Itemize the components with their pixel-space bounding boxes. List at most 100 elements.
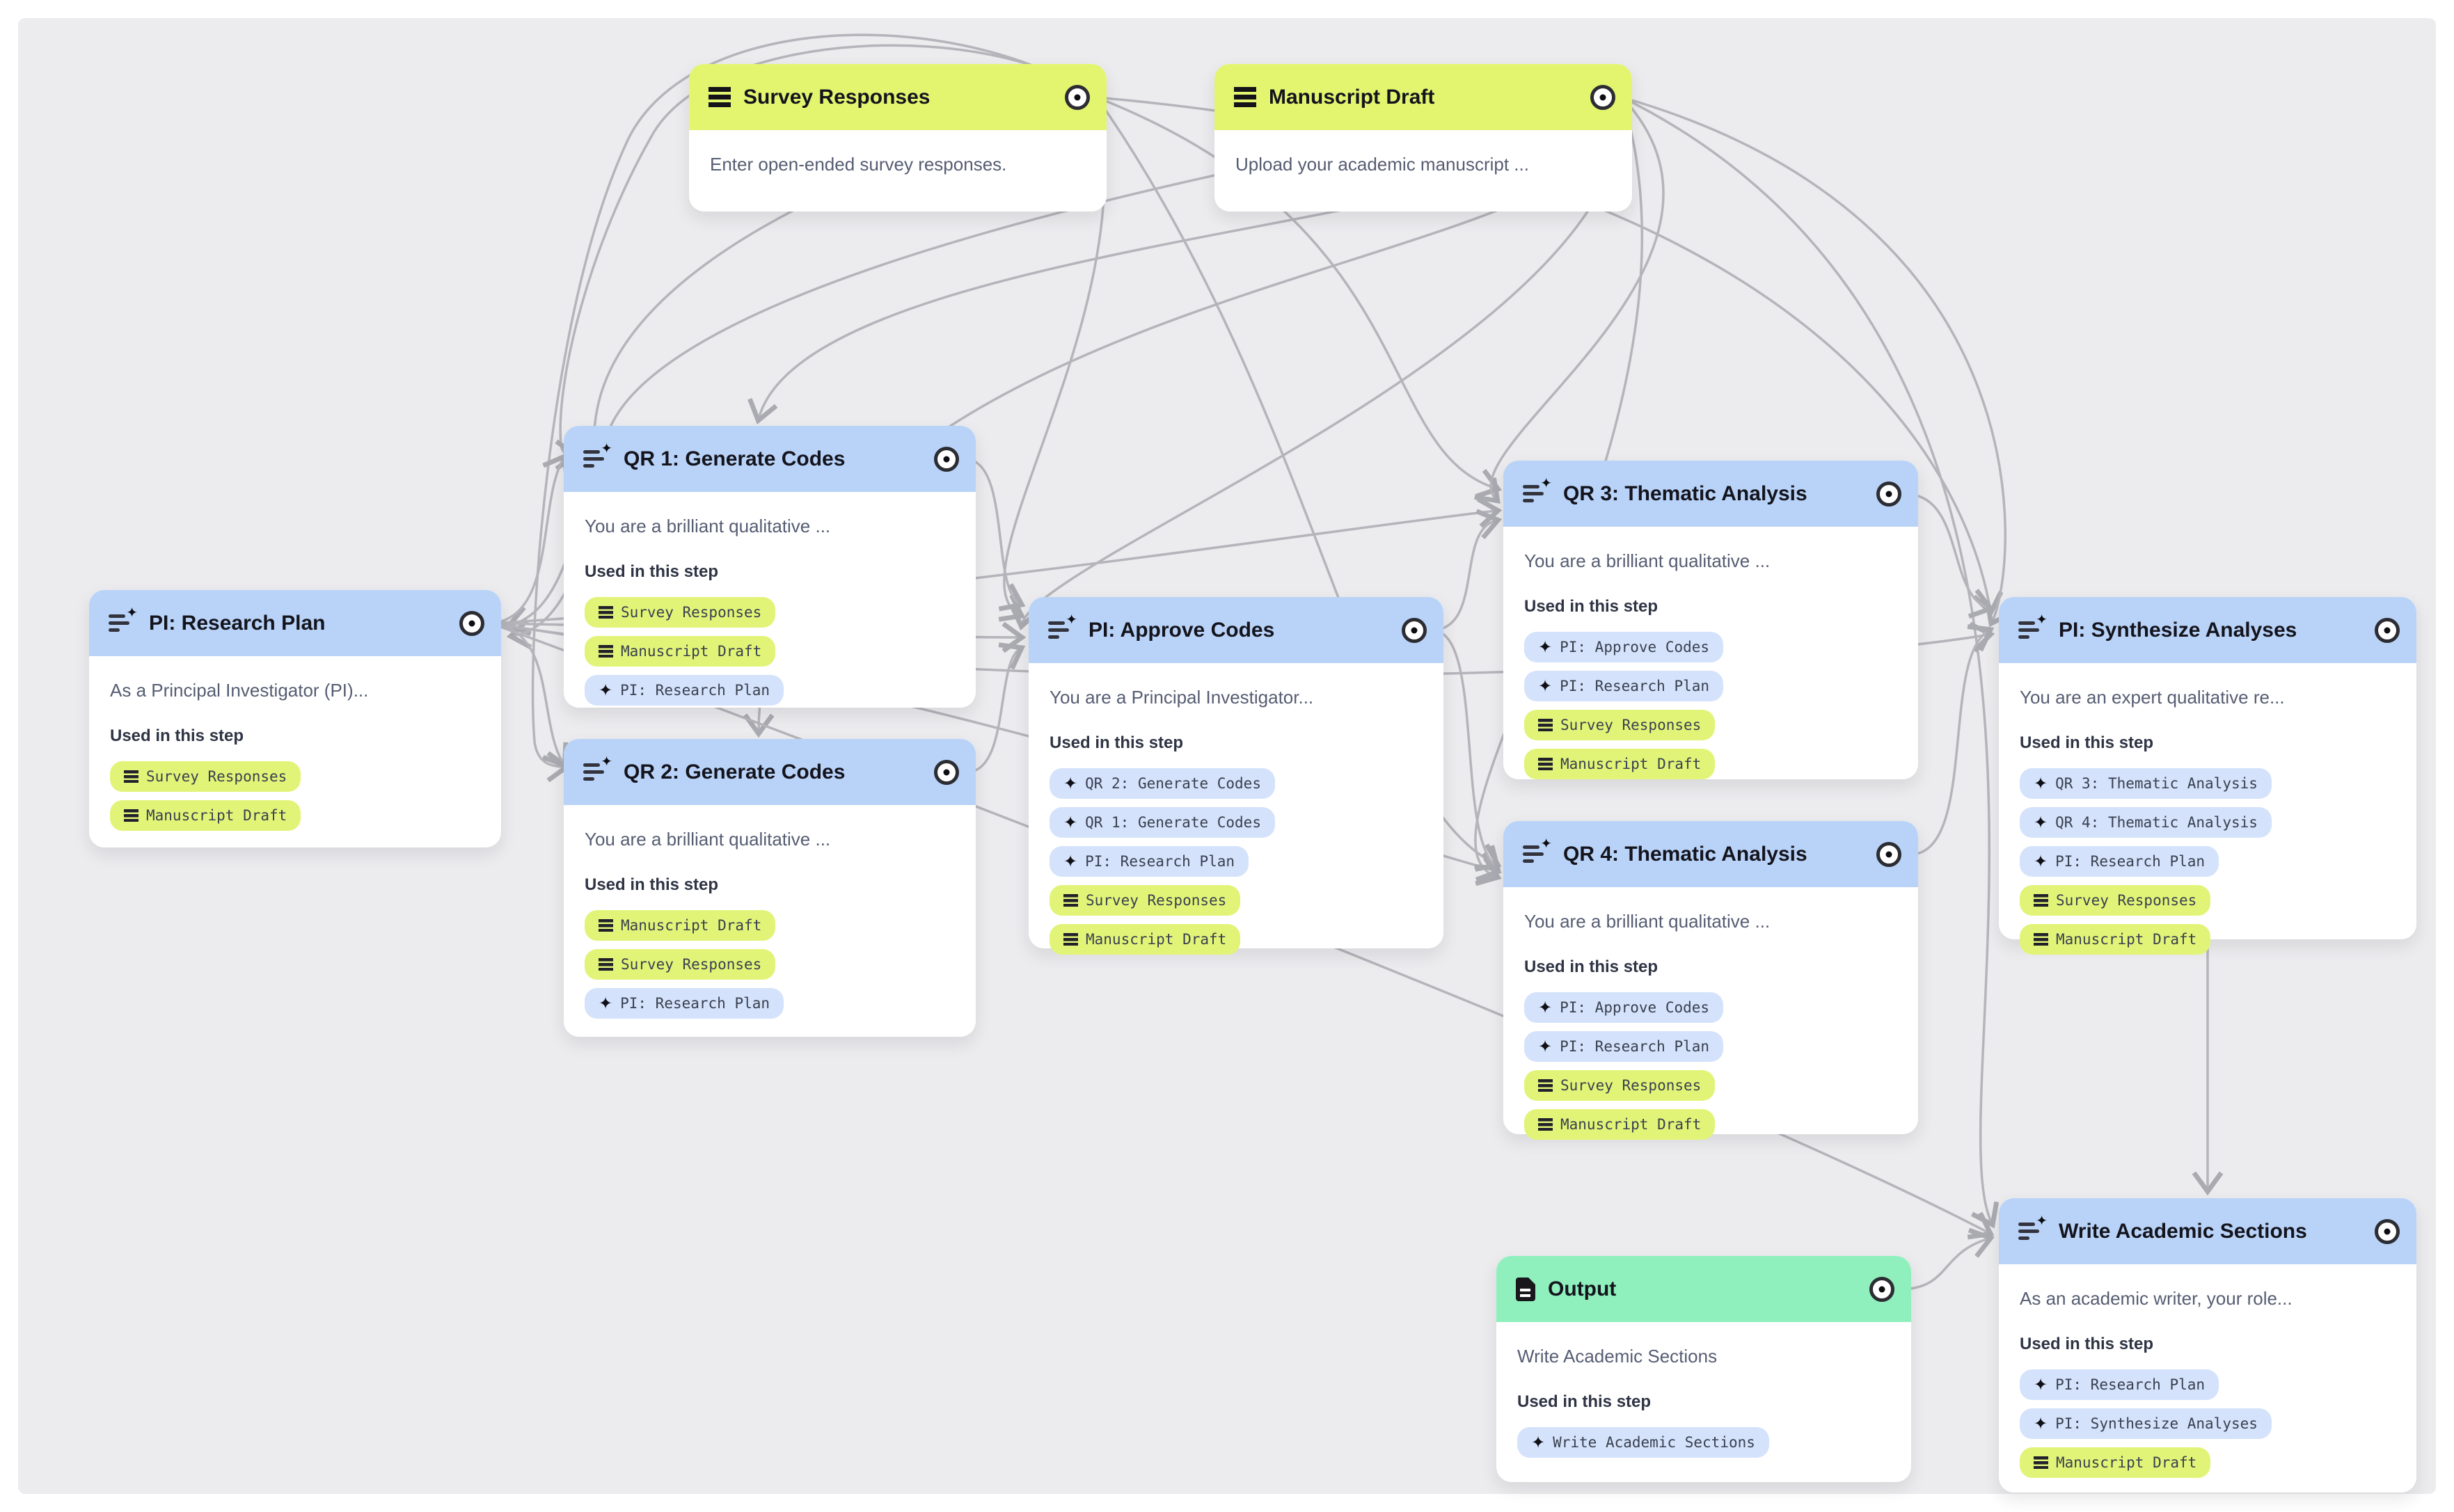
- chip-list: ✦PI: Research Plan ✦ PI: Synthesize Analys…: [2020, 1369, 2396, 1478]
- output-port-icon[interactable]: [934, 759, 959, 785]
- prompt-sparkle-icon: ✦: [2018, 1212, 2048, 1243]
- chip-manuscript-draft: Manuscript Draft: [1524, 749, 1716, 779]
- used-in-step-label: Used in this step: [1050, 733, 1184, 752]
- used-in-step-label: Used in this step: [1517, 1392, 1652, 1411]
- chip-list: ✦QR 3: Thematic Analysis✦QR 4: Thematic …: [2020, 768, 2396, 955]
- node-title: QR 2: Generate Codes: [624, 760, 846, 783]
- chip-data-icon: [1538, 719, 1553, 731]
- prompt-sparkle-icon: ✦: [583, 753, 612, 783]
- chip-prompt-icon: ✦: [1063, 813, 1078, 832]
- chip-pi-approve-codes: ✦PI: Approve Codes: [1524, 992, 1724, 1023]
- chip-survey-responses: Survey Responses: [1524, 710, 1716, 740]
- chip-data-icon: [599, 645, 613, 658]
- output-port-icon[interactable]: [1402, 617, 1427, 643]
- chip-survey-responses: Survey Responses: [2020, 885, 2211, 916]
- chip-pi-research-plan: ✦ PI: Research Plan: [585, 988, 784, 1019]
- node-description: As a Principal Investigator (PI)...: [110, 680, 369, 701]
- chip-prompt-icon: ✦: [2034, 813, 2048, 832]
- node-header: ✦Write Academic Sections: [1999, 1198, 2416, 1264]
- node-title: PI: Synthesize Analyses: [2059, 618, 2297, 642]
- chip-label: PI: Research Plan: [1085, 853, 1235, 870]
- chip-label: Survey Responses: [2056, 892, 2197, 909]
- output-port-icon[interactable]: [1876, 841, 1901, 867]
- node-header: ✦ PI: Synthesize Analyses: [1999, 597, 2416, 663]
- chip-pi-research-plan: ✦PI: Research Plan: [2020, 1369, 2219, 1400]
- output-port-icon[interactable]: [1590, 84, 1615, 110]
- chip-prompt-icon: ✦: [2034, 852, 2048, 871]
- sparkle-star-icon: ✦: [2036, 610, 2048, 628]
- prompt-sparkle-icon: ✦: [583, 440, 612, 470]
- node-description: Write Academic Sections: [1517, 1346, 1718, 1367]
- chip-write-academic-sections: ✦Write Academic Sections: [1517, 1427, 1769, 1458]
- output-port-icon[interactable]: [1869, 1276, 1894, 1302]
- chip-label: PI: Research Plan: [2055, 853, 2206, 870]
- output-port-icon[interactable]: [1065, 84, 1090, 110]
- node-title: QR 1: Generate Codes: [624, 447, 846, 470]
- node-description: Upload your academic manuscript ...: [1235, 154, 1529, 175]
- node-title: QR 3: Thematic Analysis: [1563, 482, 1807, 505]
- chip-data-icon: [1063, 933, 1078, 946]
- used-in-step-label: Used in this step: [1524, 957, 1659, 976]
- chip-label: QR 2: Generate Codes: [1085, 775, 1261, 792]
- used-in-step-label: Used in this step: [110, 726, 244, 745]
- chip-label: PI: Research Plan: [620, 995, 770, 1012]
- chip-label: Survey Responses: [1560, 717, 1702, 733]
- chip-prompt-icon: ✦: [2034, 1414, 2048, 1433]
- output-port-icon[interactable]: [2375, 1218, 2400, 1244]
- chip-manuscript-draft: Manuscript Draft: [2020, 924, 2211, 955]
- prompt-sparkle-icon: ✦: [1523, 835, 1552, 866]
- chip-qr-4-thematic-analysis: ✦ QR 4: Thematic Analysis: [2020, 807, 2272, 838]
- chip-label: Survey Responses: [621, 604, 762, 621]
- prompt-sparkle-icon: ✦: [109, 604, 138, 635]
- chip-pi-research-plan: ✦PI: Research Plan: [1050, 846, 1249, 877]
- node-header: ✦QR 3: Thematic Analysis: [1503, 461, 1918, 527]
- chip-qr-2-generate-codes: ✦QR 2: Generate Codes: [1050, 768, 1275, 799]
- chip-label: Write Academic Sections: [1553, 1434, 1755, 1451]
- chip-label: Manuscript Draft: [1560, 1116, 1702, 1133]
- sparkle-star-icon: ✦: [126, 603, 138, 621]
- chip-prompt-icon: ✦: [599, 994, 613, 1013]
- chip-label: Survey Responses: [146, 768, 287, 785]
- data-table-icon: [709, 87, 731, 107]
- node-description: You are an expert qualitative re...: [2020, 687, 2285, 708]
- chip-pi-research-plan: ✦PI: Research Plan: [1524, 671, 1724, 701]
- node-title: PI: Approve Codes: [1089, 618, 1275, 642]
- output-port-icon[interactable]: [1876, 481, 1901, 507]
- chip-label: PI: Synthesize Analyses: [2055, 1415, 2258, 1432]
- chip-pi-synthesize-analyses: ✦ PI: Synthesize Analyses: [2020, 1408, 2272, 1439]
- output-port-icon[interactable]: [2375, 617, 2400, 643]
- chip-label: Manuscript Draft: [621, 917, 762, 934]
- chip-label: Survey Responses: [1560, 1077, 1702, 1094]
- chip-survey-responses: Survey Responses: [585, 949, 776, 980]
- chip-prompt-icon: ✦: [599, 681, 613, 700]
- chip-label: Manuscript Draft: [2056, 931, 2197, 948]
- chip-pi-research-plan: ✦PI: Research Plan: [1524, 1031, 1724, 1062]
- sparkle-star-icon: ✦: [2036, 1211, 2048, 1229]
- output-port-icon[interactable]: [934, 446, 959, 472]
- sparkle-star-icon: ✦: [601, 752, 612, 770]
- used-in-step-label: Used in this step: [585, 562, 719, 581]
- chip-prompt-icon: ✦: [1538, 1037, 1553, 1056]
- chip-qr-1-generate-codes: ✦QR 1: Generate Codes: [1050, 807, 1275, 838]
- chip-label: QR 4: Thematic Analysis: [2055, 814, 2258, 831]
- chip-prompt-icon: ✦: [1538, 637, 1553, 657]
- chip-data-icon: [599, 958, 613, 971]
- chip-prompt-icon: ✦: [1538, 676, 1553, 696]
- output-port-icon[interactable]: [459, 610, 484, 636]
- chip-label: Manuscript Draft: [1560, 756, 1702, 772]
